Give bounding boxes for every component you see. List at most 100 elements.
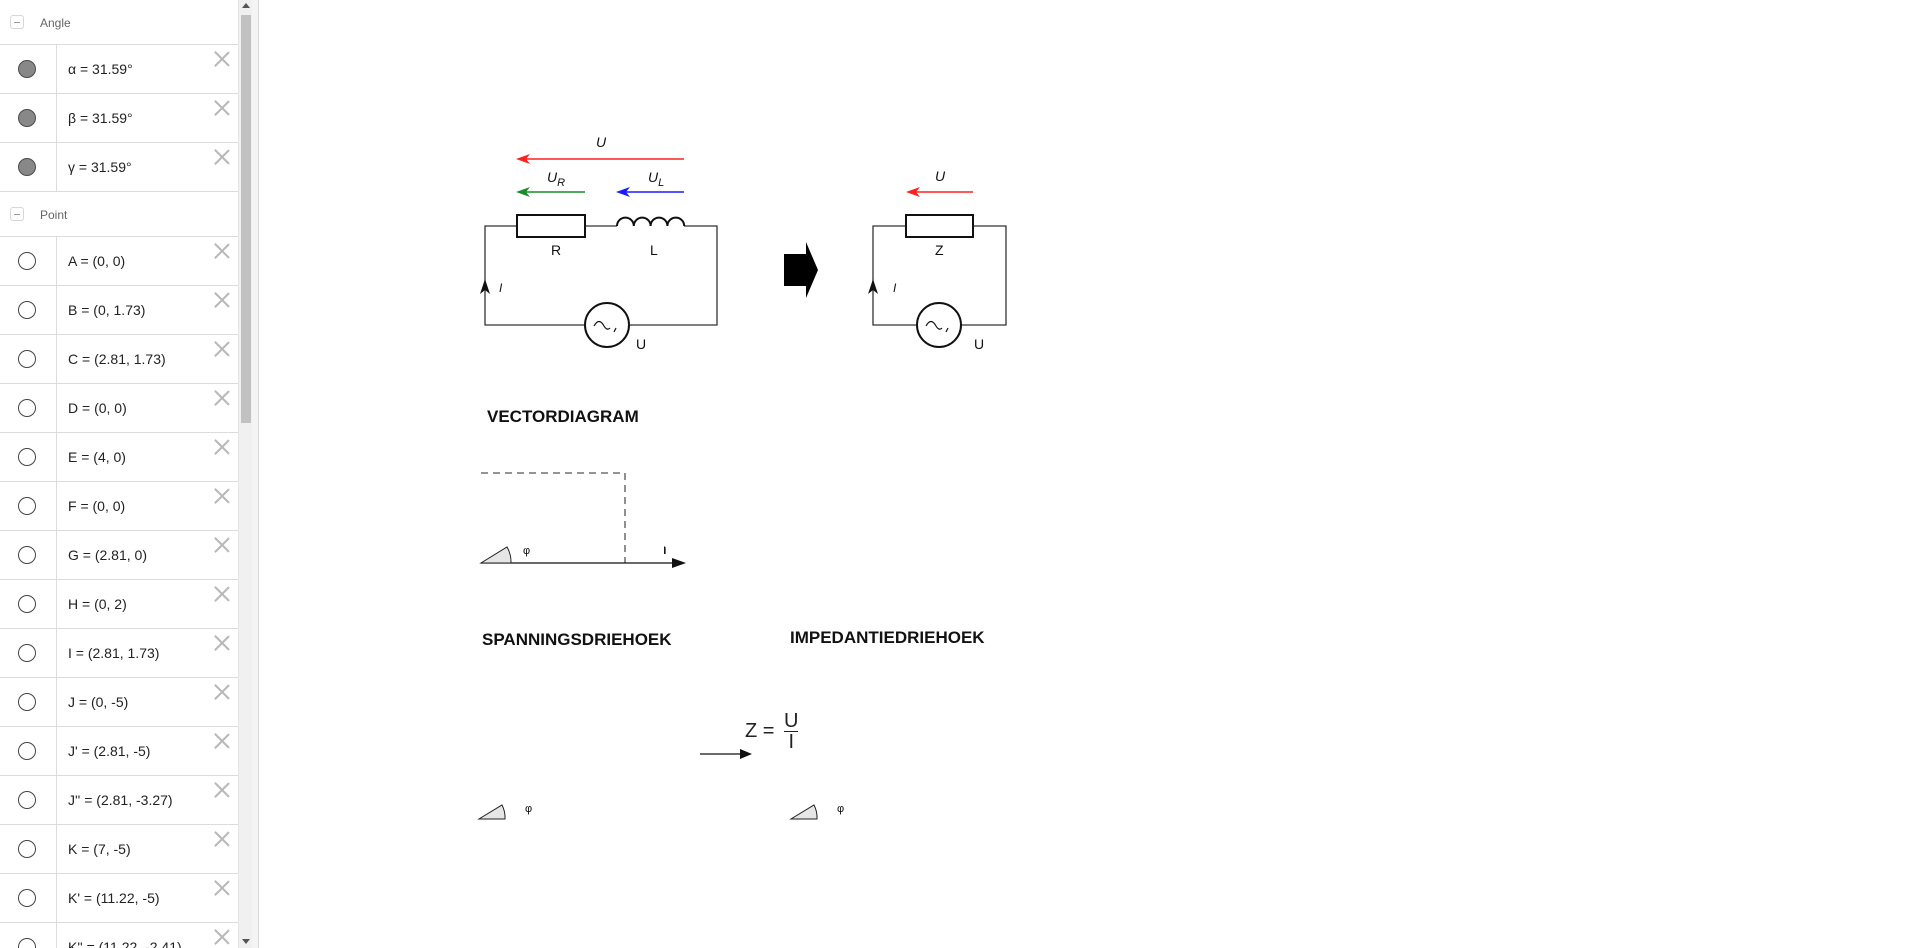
- resistor-icon[interactable]: [516, 214, 586, 238]
- algebra-item-text[interactable]: K' = (11.22, -5): [68, 890, 160, 906]
- wire: [961, 225, 1007, 326]
- algebra-item-text[interactable]: K'' = (11.22, -2.41): [68, 939, 182, 948]
- algebra-item-text[interactable]: E = (4, 0): [68, 449, 126, 465]
- visibility-toggle-icon[interactable]: [18, 595, 36, 613]
- angle-phi-icon[interactable]: [477, 804, 506, 820]
- algebra-view: Angle α = 31.59° β = 31.59° γ = 31.59° P…: [0, 0, 238, 948]
- i-label: I: [499, 281, 503, 295]
- current-arrow-icon: [480, 279, 490, 294]
- algebra-item-alpha[interactable]: α = 31.59°: [0, 45, 238, 94]
- angle-phi-icon[interactable]: [789, 804, 818, 820]
- visibility-toggle-icon[interactable]: [18, 158, 36, 176]
- collapse-icon[interactable]: [10, 207, 24, 221]
- algebra-item-D[interactable]: D = (0, 0): [0, 384, 238, 433]
- heading-vectordiagram: VECTORDIAGRAM: [487, 407, 639, 426]
- algebra-item-B[interactable]: B = (0, 1.73): [0, 286, 238, 335]
- heading-spanningsdriehoek: SPANNINGSDRIEHOEK: [482, 630, 672, 649]
- algebra-item-A[interactable]: A = (0, 0): [0, 237, 238, 286]
- algebra-item-G[interactable]: G = (2.81, 0): [0, 531, 238, 580]
- visibility-toggle-icon[interactable]: [18, 109, 36, 127]
- z-circuit: [868, 187, 1007, 348]
- visibility-toggle-icon[interactable]: [18, 252, 36, 270]
- algebra-item-text[interactable]: G = (2.81, 0): [68, 547, 147, 563]
- ac-source-icon[interactable]: [584, 302, 630, 348]
- visibility-toggle-icon[interactable]: [18, 350, 36, 368]
- visibility-toggle-icon[interactable]: [18, 497, 36, 515]
- algebra-item-text[interactable]: J'' = (2.81, -3.27): [68, 792, 173, 808]
- inductor-icon[interactable]: [616, 216, 686, 227]
- visibility-toggle-icon[interactable]: [18, 742, 36, 760]
- scroll-down-arrow-icon[interactable]: [242, 939, 250, 944]
- visibility-toggle-icon[interactable]: [18, 301, 36, 319]
- phi-label: φ: [523, 545, 531, 557]
- algebra-item-H[interactable]: H = (0, 2): [0, 580, 238, 629]
- algebra-item-gamma[interactable]: γ = 31.59°: [0, 143, 238, 192]
- visibility-toggle-icon[interactable]: [18, 546, 36, 564]
- collapse-icon[interactable]: [10, 15, 24, 29]
- visibility-toggle-icon[interactable]: [18, 889, 36, 907]
- algebra-item-F[interactable]: F = (0, 0): [0, 482, 238, 531]
- sine-wave-icon: [925, 320, 943, 330]
- algebra-item-text[interactable]: D = (0, 0): [68, 400, 127, 416]
- visibility-toggle-icon[interactable]: [18, 399, 36, 417]
- arrowhead-icon: [672, 558, 686, 568]
- vector-diagram: [479, 472, 686, 568]
- algebra-scrollbar[interactable]: [238, 0, 253, 948]
- algebra-item-J1[interactable]: J' = (2.81, -5): [0, 727, 238, 776]
- graphics-view[interactable]: U UR UL R L I U U Z I U VECTORDIAGRAM φ …: [259, 0, 1920, 948]
- visibility-toggle-icon[interactable]: [18, 448, 36, 466]
- scroll-up-arrow-icon[interactable]: [242, 3, 250, 8]
- algebra-item-text[interactable]: α = 31.59°: [68, 61, 133, 77]
- z-label: Z: [935, 242, 944, 258]
- visibility-toggle-icon[interactable]: [18, 791, 36, 809]
- u-label: U: [596, 134, 607, 150]
- arrowhead-icon: [906, 187, 920, 197]
- algebra-item-text[interactable]: H = (0, 2): [68, 596, 127, 612]
- ac-source-icon[interactable]: [916, 302, 962, 348]
- arrowhead-icon: [516, 187, 530, 197]
- algebra-item-J2[interactable]: J'' = (2.81, -3.27): [0, 776, 238, 825]
- arrowhead-icon: [740, 749, 752, 759]
- algebra-item-I[interactable]: I = (2.81, 1.73): [0, 629, 238, 678]
- ul-label: UL: [648, 169, 665, 189]
- algebra-item-text[interactable]: I = (2.81, 1.73): [68, 645, 160, 661]
- algebra-item-text[interactable]: C = (2.81, 1.73): [68, 351, 166, 367]
- algebra-item-J[interactable]: J = (0, -5): [0, 678, 238, 727]
- angle-phi-icon[interactable]: [479, 546, 512, 564]
- algebra-item-text[interactable]: A = (0, 0): [68, 253, 126, 269]
- scroll-thumb[interactable]: [241, 15, 251, 423]
- source-u-label: U: [974, 336, 985, 352]
- visibility-toggle-icon[interactable]: [18, 840, 36, 858]
- arrowhead-icon: [616, 187, 630, 197]
- algebra-item-text[interactable]: β = 31.59°: [68, 110, 133, 126]
- phi-label: φ: [525, 803, 533, 815]
- wire: [872, 225, 917, 326]
- algebra-item-text[interactable]: B = (0, 1.73): [68, 302, 146, 318]
- algebra-item-text[interactable]: J' = (2.81, -5): [68, 743, 151, 759]
- algebra-item-text[interactable]: J = (0, -5): [68, 694, 129, 710]
- algebra-item-K[interactable]: K = (7, -5): [0, 825, 238, 874]
- dashed-guide: [481, 472, 626, 563]
- view-splitter[interactable]: [252, 0, 259, 948]
- u-label: U: [935, 168, 946, 184]
- algebra-item-E[interactable]: E = (4, 0): [0, 433, 238, 482]
- algebra-item-text[interactable]: F = (0, 0): [68, 498, 126, 514]
- impedance-icon[interactable]: [905, 214, 974, 238]
- impedance-formula: Z = U I: [745, 710, 799, 753]
- fraction: U I: [784, 710, 799, 753]
- wire: [630, 225, 718, 326]
- algebra-item-beta[interactable]: β = 31.59°: [0, 94, 238, 143]
- algebra-item-C[interactable]: C = (2.81, 1.73): [0, 335, 238, 384]
- algebra-item-text[interactable]: γ = 31.59°: [68, 159, 132, 175]
- algebra-item-K2[interactable]: K'' = (11.22, -2.41): [0, 923, 238, 948]
- visibility-toggle-icon[interactable]: [18, 693, 36, 711]
- ur-label: UR: [547, 169, 566, 189]
- group-header-point[interactable]: Point: [0, 192, 238, 237]
- group-header-angle[interactable]: Angle: [0, 0, 238, 45]
- source-u-label: U: [636, 336, 647, 352]
- algebra-item-K1[interactable]: K' = (11.22, -5): [0, 874, 238, 923]
- visibility-toggle-icon[interactable]: [18, 60, 36, 78]
- algebra-item-text[interactable]: K = (7, -5): [68, 841, 131, 857]
- visibility-toggle-icon[interactable]: [18, 644, 36, 662]
